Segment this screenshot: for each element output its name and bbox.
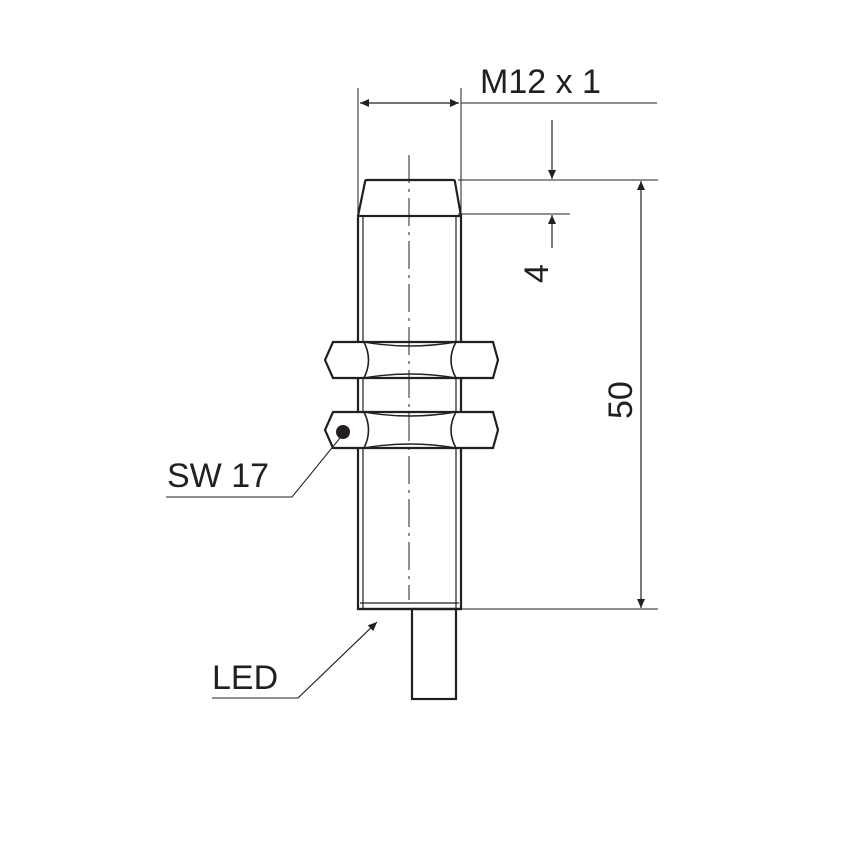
length-dimension — [461, 181, 658, 610]
wrench-size-label: SW 17 — [167, 457, 269, 495]
led-leader — [212, 621, 378, 699]
cable — [410, 607, 458, 701]
upper-nut — [323, 340, 500, 380]
lower-nut — [323, 410, 500, 450]
sensing-face — [356, 178, 463, 217]
thread-label: M12 x 1 — [480, 63, 601, 101]
wrench-size-leader — [166, 437, 341, 498]
length-dimension-label: 50 — [602, 381, 640, 419]
thread-dimension — [357, 88, 657, 216]
face-dimension — [458, 120, 658, 248]
face-dimension-label: 4 — [518, 264, 556, 283]
wrench-reference-dot — [336, 425, 350, 439]
led-label: LED — [212, 659, 278, 697]
